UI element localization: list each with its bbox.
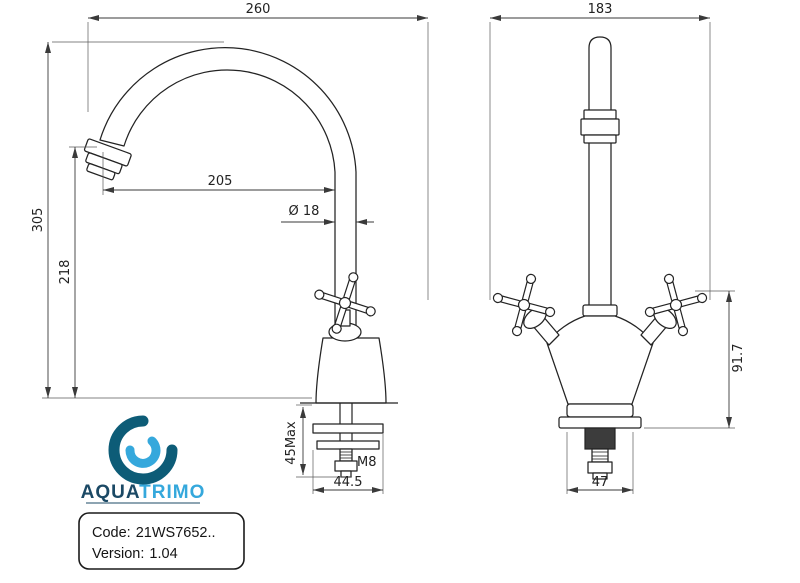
mounting-nut-front <box>587 461 613 474</box>
dim-spout-diameter: Ø 18 <box>289 204 320 219</box>
info-box: Code: 21WS7652.. Version: 1.04 <box>78 512 245 570</box>
brand-name-secondary: TRIMO <box>139 482 205 503</box>
tap-body-side <box>315 337 387 404</box>
front-view <box>484 36 716 480</box>
product-code-line: Code: 21WS7652.. <box>92 525 216 541</box>
brand-name: AQUATRIMO <box>81 482 206 503</box>
dim-height-overall: 305 <box>31 208 46 233</box>
shank-block-front <box>584 427 616 450</box>
mounting-nut-side <box>334 460 358 472</box>
info-box-border <box>78 512 245 570</box>
version-value: 1.04 <box>149 546 177 562</box>
pipe-collar-bottom <box>583 134 617 144</box>
stud-tip-front <box>592 472 608 480</box>
code-value: 21WS7652.. <box>136 525 216 541</box>
side-view-dimensions: 260 305 218 205 Ø 18 45Max M8 44.5 <box>31 2 429 494</box>
dim-height-spout: 218 <box>58 260 73 285</box>
spout-aerator <box>83 138 132 181</box>
dim-side-overall: 260 <box>246 2 271 17</box>
mounting-washer-1 <box>312 423 384 434</box>
dim-front-height: 91.7 <box>731 344 746 373</box>
pipe-base-nut <box>582 304 618 317</box>
dim-spout-reach: 205 <box>208 174 233 189</box>
brand-name-primary: AQUA <box>81 482 140 503</box>
mounting-washer-2 <box>316 440 380 450</box>
version-label: Version: <box>92 546 144 562</box>
front-view-dimensions: 183 91.7 47 <box>489 2 746 494</box>
version-line: Version: 1.04 <box>92 546 178 562</box>
riser-pipe <box>588 36 612 319</box>
dim-side-base-width: 44.5 <box>334 475 363 490</box>
dim-under-deck-max: 45Max <box>284 421 299 465</box>
logo-swirl-icon <box>108 415 178 485</box>
threaded-stud-front <box>591 448 609 463</box>
base-plate-front <box>558 416 642 429</box>
dim-front-overall: 183 <box>588 2 613 17</box>
code-label: Code: <box>92 525 131 541</box>
logo: AQUATRIMO <box>81 415 206 504</box>
pipe-collar-nut <box>580 118 620 136</box>
dim-front-base-width: 47 <box>592 475 609 490</box>
dim-thread-size: M8 <box>357 455 377 470</box>
tap-body-front <box>546 315 654 405</box>
spout-outline <box>99 47 357 342</box>
base-flange-front <box>566 403 634 418</box>
side-view <box>83 47 398 478</box>
pipe-collar-top <box>583 109 617 120</box>
